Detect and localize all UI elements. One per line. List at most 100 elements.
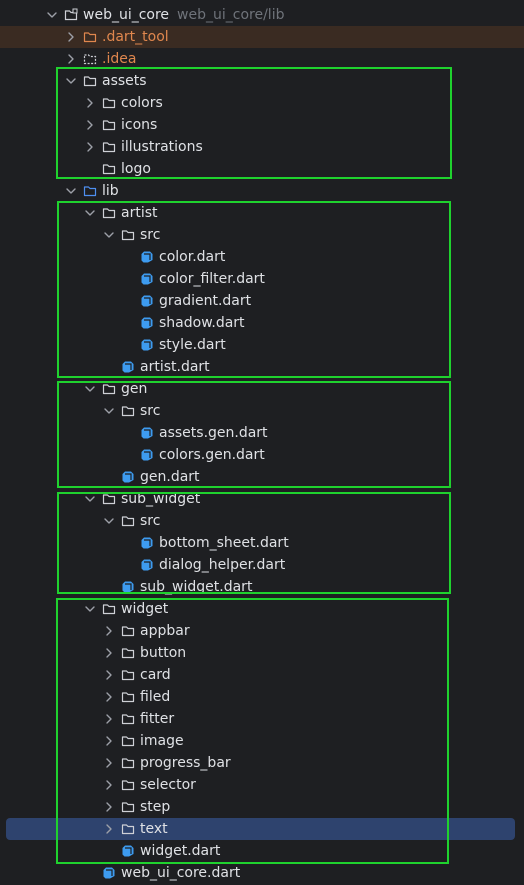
chevron-down-icon[interactable]: [83, 382, 97, 396]
tree-row[interactable]: sub_widget: [0, 488, 524, 510]
folder-icon: [121, 404, 135, 418]
tree-item-label: color.dart: [159, 249, 226, 265]
tree-row[interactable]: gen.dart: [0, 466, 524, 488]
folder-icon: [121, 228, 135, 242]
chevron-down-icon[interactable]: [83, 206, 97, 220]
folder-icon: [121, 734, 135, 748]
chevron-right-icon[interactable]: [102, 734, 116, 748]
chevron-right-icon[interactable]: [64, 30, 78, 44]
tree-item-label: src: [140, 227, 161, 243]
tree-item-label: progress_bar: [140, 755, 231, 771]
tree-row[interactable]: .idea: [0, 48, 524, 70]
tree-item-label: dialog_helper.dart: [159, 557, 286, 573]
tree-item-label: sub_widget.dart: [140, 579, 253, 595]
tree-row[interactable]: assets.gen.dart: [0, 422, 524, 444]
chevron-right-icon[interactable]: [83, 140, 97, 154]
tree-row[interactable]: web_ui_core.dart: [0, 862, 524, 884]
tree-item-label: gradient.dart: [159, 293, 252, 309]
tree-item-label: logo: [121, 161, 151, 177]
tree-row[interactable]: color_filter.dart: [0, 268, 524, 290]
tree-row[interactable]: image: [0, 730, 524, 752]
tree-row[interactable]: style.dart: [0, 334, 524, 356]
tree-row[interactable]: .dart_tool: [0, 26, 524, 48]
tree-item-label: style.dart: [159, 337, 226, 353]
chevron-down-icon[interactable]: [102, 228, 116, 242]
tree-row[interactable]: lib: [0, 180, 524, 202]
tree-row[interactable]: logo: [0, 158, 524, 180]
tree-row[interactable]: progress_bar: [0, 752, 524, 774]
tree-row[interactable]: artist.dart: [0, 356, 524, 378]
folder-icon: [121, 800, 135, 814]
folder-icon: [121, 646, 135, 660]
folder-icon: [121, 668, 135, 682]
chevron-right-icon[interactable]: [64, 52, 78, 66]
chevron-right-icon[interactable]: [102, 800, 116, 814]
folder-icon: [121, 712, 135, 726]
tree-row[interactable]: selector: [0, 774, 524, 796]
chevron-right-icon[interactable]: [102, 822, 116, 836]
chevron-right-icon[interactable]: [102, 690, 116, 704]
tree-item-label: gen.dart: [140, 469, 200, 485]
folder-icon: [83, 74, 97, 88]
tree-row[interactable]: widget: [0, 598, 524, 620]
tree-item-label: button: [140, 645, 187, 661]
chevron-down-icon[interactable]: [83, 602, 97, 616]
dart-file-icon: [140, 294, 154, 308]
tree-row[interactable]: src: [0, 510, 524, 532]
chevron-down-icon[interactable]: [83, 492, 97, 506]
chevron-down-icon[interactable]: [64, 74, 78, 88]
tree-row[interactable]: fitter: [0, 708, 524, 730]
tree-row[interactable]: step: [0, 796, 524, 818]
tree-item-label: fitter: [140, 711, 175, 727]
chevron-right-icon[interactable]: [102, 778, 116, 792]
tree-item-label: text: [140, 821, 168, 837]
tree-item-label: lib: [102, 183, 119, 199]
tree-row[interactable]: gradient.dart: [0, 290, 524, 312]
tree-row[interactable]: illustrations: [0, 136, 524, 158]
tree-row[interactable]: appbar: [0, 620, 524, 642]
tree-row[interactable]: sub_widget.dart: [0, 576, 524, 598]
tree-item-label: image: [140, 733, 184, 749]
tree-item-label: shadow.dart: [159, 315, 245, 331]
chevron-down-icon[interactable]: [45, 8, 59, 22]
chevron-down-icon[interactable]: [64, 184, 78, 198]
tree-row[interactable]: src: [0, 224, 524, 246]
tree-row[interactable]: icons: [0, 114, 524, 136]
folder-icon: [121, 514, 135, 528]
chevron-right-icon[interactable]: [102, 668, 116, 682]
dart-file-icon: [140, 272, 154, 286]
tree-item-label: assets: [102, 73, 147, 89]
chevron-right-icon[interactable]: [102, 646, 116, 660]
dart-file-icon: [121, 844, 135, 858]
tree-row[interactable]: colors: [0, 92, 524, 114]
tree-row[interactable]: dialog_helper.dart: [0, 554, 524, 576]
tree-row[interactable]: color.dart: [0, 246, 524, 268]
tree-item-label: artist.dart: [140, 359, 210, 375]
tree-row[interactable]: assets: [0, 70, 524, 92]
tree-row[interactable]: artist: [0, 202, 524, 224]
tree-item-label: .dart_tool: [102, 29, 169, 45]
chevron-right-icon[interactable]: [102, 756, 116, 770]
tree-row[interactable]: card: [0, 664, 524, 686]
tree-row[interactable]: button: [0, 642, 524, 664]
tree-row[interactable]: gen: [0, 378, 524, 400]
chevron-down-icon[interactable]: [102, 514, 116, 528]
tree-item-label: web_ui_core.dart: [121, 865, 241, 881]
tree-row[interactable]: bottom_sheet.dart: [0, 532, 524, 554]
dart-file-icon: [140, 250, 154, 264]
tree-row[interactable]: filed: [0, 686, 524, 708]
chevron-right-icon[interactable]: [83, 118, 97, 132]
tree-item-label: color_filter.dart: [159, 271, 265, 287]
tree-item-label: src: [140, 513, 161, 529]
chevron-right-icon[interactable]: [102, 712, 116, 726]
tree-row[interactable]: colors.gen.dart: [0, 444, 524, 466]
tree-row[interactable]: widget.dart: [0, 840, 524, 862]
tree-row[interactable]: shadow.dart: [0, 312, 524, 334]
chevron-right-icon[interactable]: [83, 96, 97, 110]
chevron-down-icon[interactable]: [102, 404, 116, 418]
tree-row[interactable]: src: [0, 400, 524, 422]
folder-icon: [102, 382, 116, 396]
tree-row[interactable]: text: [6, 818, 515, 840]
chevron-right-icon[interactable]: [102, 624, 116, 638]
